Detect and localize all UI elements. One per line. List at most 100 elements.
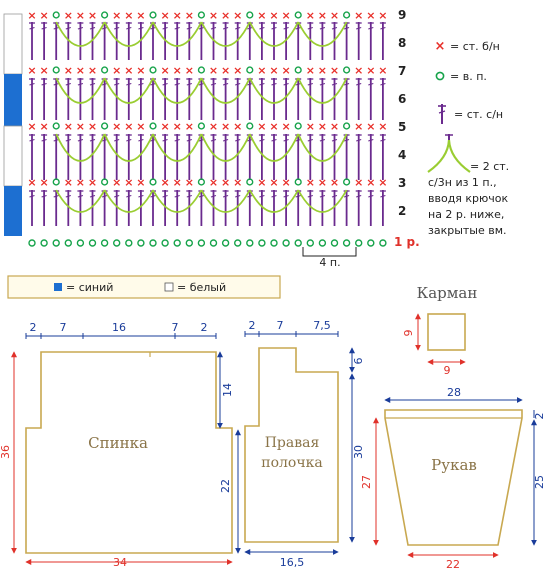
dc-stitch-bar-icon (271, 83, 277, 86)
sc-stitch-icon: × (209, 9, 218, 22)
dc-stitch-bar-icon (356, 83, 362, 86)
dc-stitch-bar-icon (295, 139, 301, 142)
cluster-stitch-icon (55, 133, 106, 162)
sc-stitch-icon: × (160, 64, 169, 77)
dc-stitch-bar-icon (41, 27, 47, 30)
dc-stitch-bar-icon (235, 139, 241, 142)
sc-stitch-icon: × (378, 9, 387, 22)
ch-stitch-icon (149, 11, 157, 19)
dc-stitch-bar-icon (162, 139, 168, 142)
dc-stitch-bar-icon (138, 195, 144, 198)
color-stripe-bar (3, 13, 23, 236)
sc-stitch-icon: × (354, 120, 363, 133)
dc-stitch-bar-icon (283, 139, 289, 142)
front-top-7: 7 (277, 319, 284, 332)
dc-stitch-bar-icon (222, 83, 229, 86)
back-left-height: 36 (0, 351, 17, 554)
cluster-stitch-icon (248, 77, 300, 104)
legend-cluster-line-5: закрытые вм. (428, 224, 507, 237)
dc-stitch-bar-icon (126, 27, 132, 30)
legend-cluster-line-2: с/3н из 1 п., (428, 176, 497, 189)
ch-stitch-icon (52, 239, 60, 247)
ch-stitch-icon (100, 122, 109, 130)
dc-stitch-bar-icon (89, 195, 96, 198)
color-legend-blue: = синий (66, 281, 113, 294)
sc-stitch-icon: × (366, 176, 375, 189)
back-top-2-left: 2 (30, 321, 37, 334)
sc-stitch-icon: × (366, 120, 375, 133)
back-bottom-34: 34 (113, 556, 127, 569)
dc-stitch-bar-icon (295, 195, 301, 198)
dc-stitch-bar-icon (356, 139, 362, 142)
dc-stitch-bar-icon (29, 27, 35, 30)
dc-stitch-bar-icon (235, 83, 241, 86)
sc-stitch-icon: × (281, 120, 290, 133)
symbol-legend: × = ст. б/н = в. п. = ст. с/н = 2 ст. с/… (427, 39, 509, 237)
sc-stitch-icon: × (233, 9, 242, 22)
dc-stitch-bar-icon (368, 195, 374, 198)
sc-stitch-icon: × (378, 176, 387, 189)
sleeve-piece: Рукав 28 27 2 25 22 (360, 386, 546, 571)
dc-stitch-bar-icon (331, 83, 338, 86)
sc-stitch-icon: × (39, 64, 48, 77)
ch-stitch-icon (246, 66, 254, 74)
dc-stitch-bar-icon (331, 27, 338, 30)
blue-swatch-icon (54, 283, 62, 291)
sc-stitch-icon: × (173, 120, 182, 133)
dc-stitch-bar-icon (210, 139, 217, 142)
cluster-stitch-icon (248, 21, 300, 47)
front-top-2: 2 (249, 319, 256, 332)
cluster-stitch-icon (55, 77, 106, 104)
dc-stitch-bar-icon (162, 83, 168, 86)
dc-stitch-bar-icon (65, 83, 71, 86)
sc-stitch-icon: × (269, 120, 278, 133)
dc-stitch-bar-icon (210, 195, 217, 198)
dc-stitch-bar-icon (174, 139, 180, 142)
front-piece-name-1: Правая (265, 435, 320, 451)
dc-stitch-bar-icon (101, 83, 108, 86)
dc-stitch-bar-icon (150, 195, 156, 198)
cluster-stitch-icon (200, 189, 251, 213)
dc-stitch-bar-icon (150, 83, 156, 86)
sc-stitch-icon: × (160, 176, 169, 189)
dc-stitch-bar-icon (356, 27, 362, 30)
dc-stitch-bar-icon (77, 83, 84, 86)
row-label-7: 7 (398, 64, 406, 78)
dc-stitch-bar-icon (319, 139, 326, 142)
ch-stitch-icon (149, 178, 157, 186)
back-top-dimension: 2 7 16 7 2 (25, 321, 217, 339)
cluster-stitch-icon (103, 77, 154, 104)
dc-stitch-bar-icon (126, 139, 132, 142)
legend-cluster-line-1: = 2 ст. (470, 160, 509, 173)
sc-stitch-icon: × (281, 176, 290, 189)
cluster-stitch-icon (55, 189, 106, 213)
dc-stitch-bar-icon (368, 139, 374, 142)
sc-stitch-icon: × (76, 64, 85, 77)
sc-stitch-icon: × (39, 9, 48, 22)
dc-stitch-bar-icon (319, 83, 326, 86)
sc-stitch-icon: × (330, 9, 339, 22)
legend-ch-text: = в. п. (450, 70, 487, 83)
dc-stitch-bar-icon (331, 195, 338, 198)
sc-stitch-icon: × (354, 176, 363, 189)
dc-stitch-bar-icon (138, 139, 144, 142)
ch-stitch-icon (343, 11, 351, 19)
dc-stitch-bar-icon (138, 27, 144, 30)
dc-stitch-bar-icon (198, 195, 205, 198)
dc-stitch-bar-icon (53, 83, 59, 86)
ch-stitch-icon (246, 11, 254, 19)
dc-stitch-bar-icon (126, 195, 132, 198)
dc-stitch-bar-icon (150, 139, 156, 142)
sc-stitch-icon: × (257, 9, 266, 22)
dc-stitch-bar-icon (247, 83, 253, 86)
dc-stitch-bar-icon (380, 195, 386, 198)
dc-stitch-bar-icon (41, 195, 47, 198)
ch-stitch-icon (149, 122, 157, 130)
dc-symbol-icon (438, 104, 446, 124)
sc-stitch-icon: × (160, 120, 169, 133)
ch-stitch-icon (185, 239, 194, 247)
ch-stitch-icon (88, 239, 97, 247)
sc-stitch-icon: × (257, 64, 266, 77)
sc-stitch-icon: × (354, 9, 363, 22)
dc-stitch-bar-icon (380, 83, 386, 86)
